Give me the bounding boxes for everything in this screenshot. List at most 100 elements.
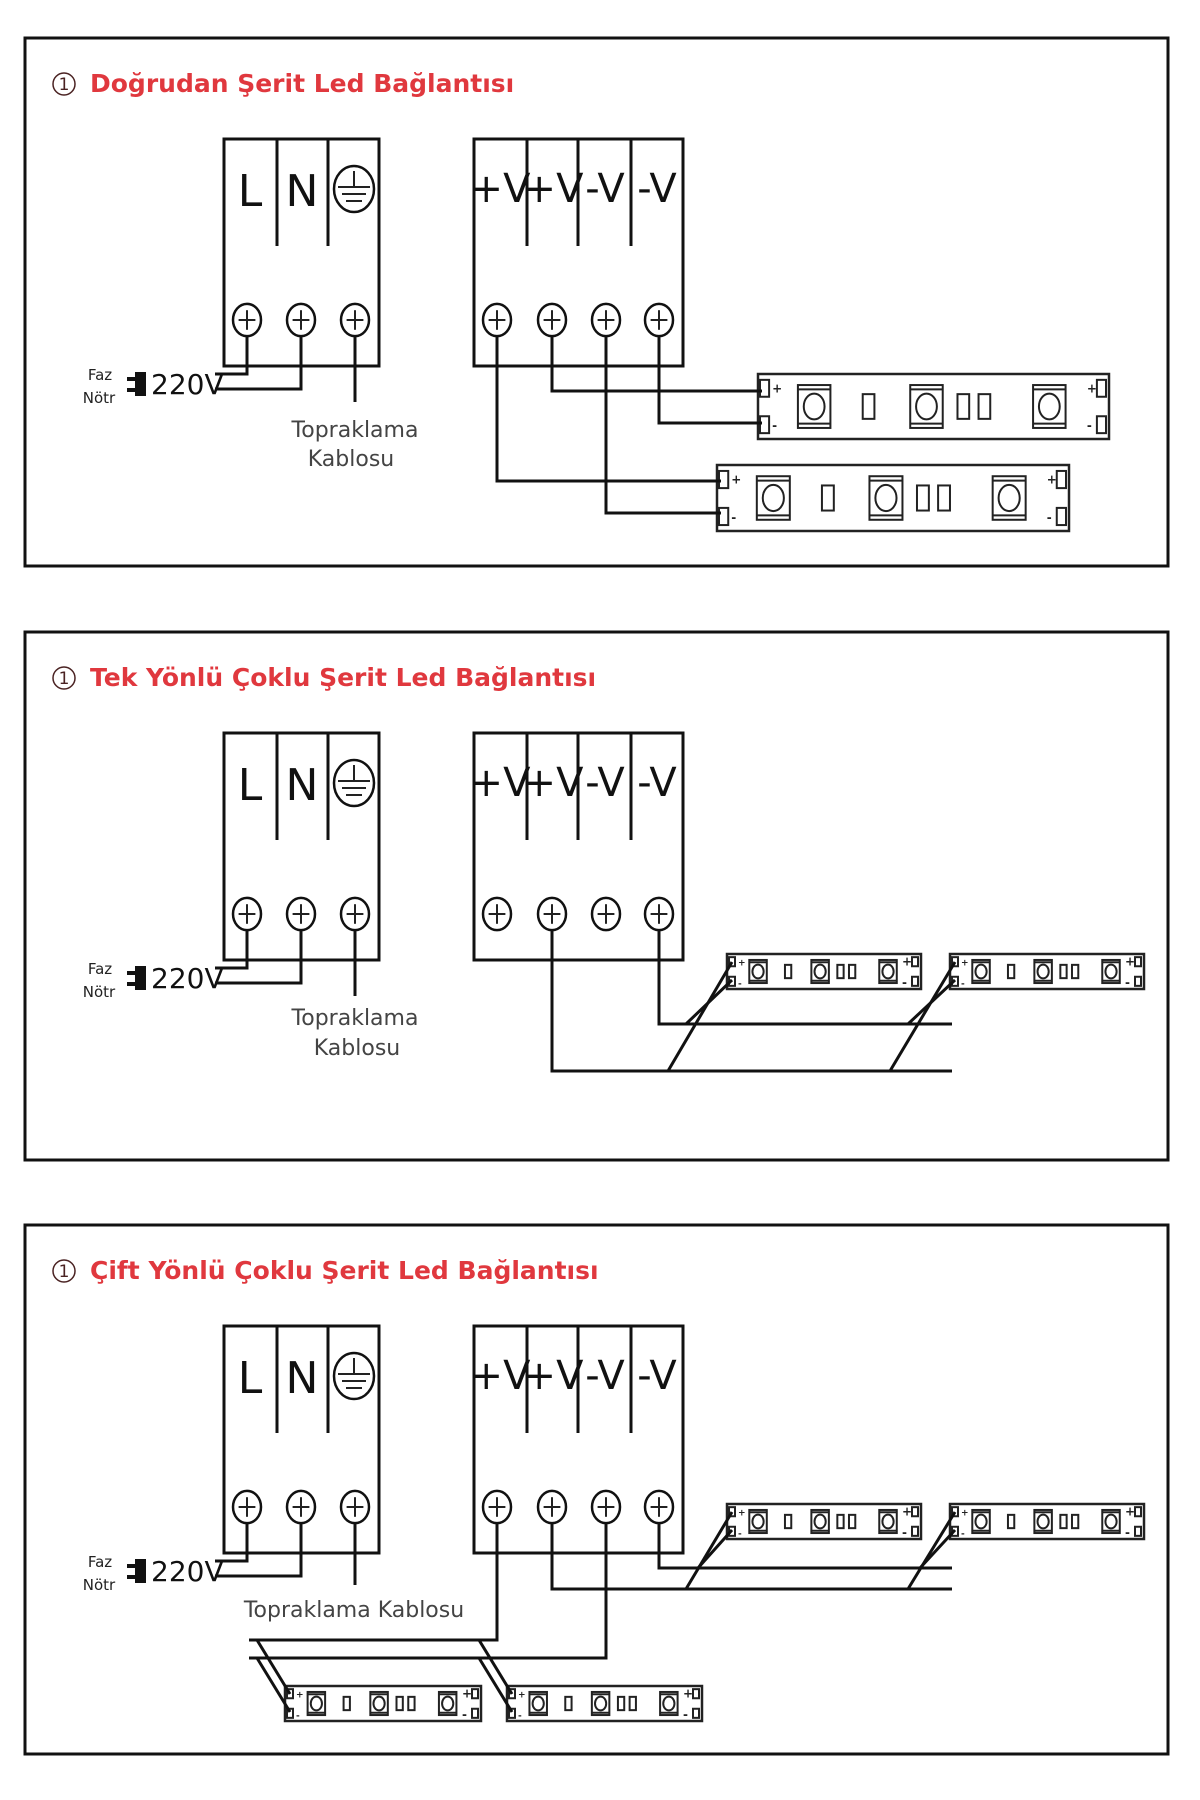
terminal-screw-icon (590, 896, 622, 932)
terminal-label-dc: +V (523, 1353, 585, 1399)
strip-lead (684, 1511, 734, 1590)
strip-pad-minus (911, 975, 919, 987)
led-lens (1104, 1513, 1118, 1530)
led-chip-icon (748, 1508, 768, 1535)
resistor (783, 1513, 793, 1530)
ground-circle (332, 1351, 376, 1401)
terminal-screw-icon (590, 1489, 622, 1525)
strip-lead (906, 978, 957, 1026)
led-chip-icon (369, 1690, 389, 1717)
plug-icon (127, 1559, 146, 1583)
terminal-screw-icon (339, 896, 371, 932)
neutral-wire (215, 1522, 303, 1578)
plug-icon (127, 966, 146, 990)
strip-pad-plus (1134, 956, 1142, 968)
led-chip-icon (1033, 958, 1053, 985)
led-chip-icon (868, 475, 904, 521)
resistor (628, 1695, 637, 1712)
ground-caption-line1: Topraklama (291, 418, 419, 443)
led-chip-icon (1032, 384, 1067, 429)
strip-pad-minus (718, 506, 730, 527)
led-lens (974, 963, 988, 980)
led-lens (813, 963, 827, 980)
led-chip-icon (1101, 1508, 1121, 1535)
terminal-screw-icon (339, 302, 371, 338)
strip-lead (888, 961, 957, 1072)
dc-terminal-block: +V+V-V-V (470, 1324, 685, 1555)
minus-sign: - (902, 975, 907, 989)
strip-pad-minus (1055, 506, 1068, 527)
ground-circle (332, 164, 376, 214)
plug-body (135, 1559, 146, 1583)
panel-title-text: Doğrudan Şerit Led Bağlantısı (90, 69, 514, 98)
strip-pad-minus (508, 1707, 516, 1719)
strip-pad-minus (911, 1525, 919, 1537)
led-strip: +-+- (283, 1684, 483, 1723)
led-lens (1104, 963, 1118, 980)
strip-pad-plus (951, 1506, 959, 1518)
resistor (847, 1513, 857, 1530)
step-number: 1 (59, 1262, 70, 1282)
plus-sign: + (902, 955, 912, 969)
plus-sign: + (1087, 381, 1097, 395)
terminal-screw-icon (231, 302, 263, 338)
led-chip-icon (755, 475, 791, 521)
minus-sign: - (1087, 419, 1092, 433)
terminal-label-l: L (238, 1353, 263, 1404)
step-number-icon (52, 72, 76, 96)
negative-bus (657, 929, 952, 1026)
dc-terminal-block: +V+V-V-V (470, 137, 685, 368)
strip-pad-plus (692, 1688, 700, 1700)
minus-sign: - (683, 1707, 688, 1721)
led-chip-icon (748, 958, 768, 985)
phase-wire (215, 1522, 249, 1563)
minus-sign: - (738, 979, 742, 989)
ground-icon (332, 758, 376, 808)
led-chip-icon (796, 384, 832, 429)
plug-pin (127, 377, 136, 381)
terminal-screw-icon (481, 1489, 513, 1525)
ground-caption: Topraklama Kablosu (243, 1598, 464, 1623)
strip-lead (918, 1528, 957, 1570)
led-lens (594, 1695, 608, 1712)
voltage-label: 220V (151, 962, 224, 995)
led-lens (881, 963, 895, 980)
led-strip: +-+- (725, 1502, 923, 1541)
terminal-screw-icon (643, 896, 675, 932)
led-lens (1036, 963, 1050, 980)
minus-sign: - (902, 1525, 907, 1539)
minus-sign: - (1047, 510, 1052, 524)
terminal-label-dc: -V (585, 166, 625, 212)
plug-pin (127, 388, 136, 392)
resistor (836, 963, 845, 980)
strip-pad-plus (728, 956, 736, 968)
strip-pad-plus (911, 956, 919, 968)
phase-label: Faz (88, 1553, 112, 1571)
led-chip-icon (971, 1508, 991, 1535)
led-lens (751, 963, 765, 980)
resistor (1070, 1513, 1080, 1530)
minus-sign: - (1125, 975, 1130, 989)
led-chip-icon (909, 384, 944, 429)
led-lens (309, 1695, 323, 1712)
terminal-screw-icon (285, 302, 317, 338)
resistor (407, 1695, 416, 1712)
plug-body (135, 966, 146, 990)
led-lens (372, 1695, 386, 1712)
led-chip-icon (528, 1690, 548, 1717)
strip-pad-plus (1095, 378, 1108, 398)
neutral-label: Nötr (83, 983, 116, 1001)
strip-pad-plus (1134, 1506, 1142, 1518)
led-lens (441, 1695, 455, 1712)
plug-body (135, 372, 146, 396)
positive-wire (495, 335, 721, 483)
led-chip-icon (437, 1690, 458, 1717)
terminal-screw-icon (285, 896, 317, 932)
led-chip-icon (1101, 958, 1121, 985)
